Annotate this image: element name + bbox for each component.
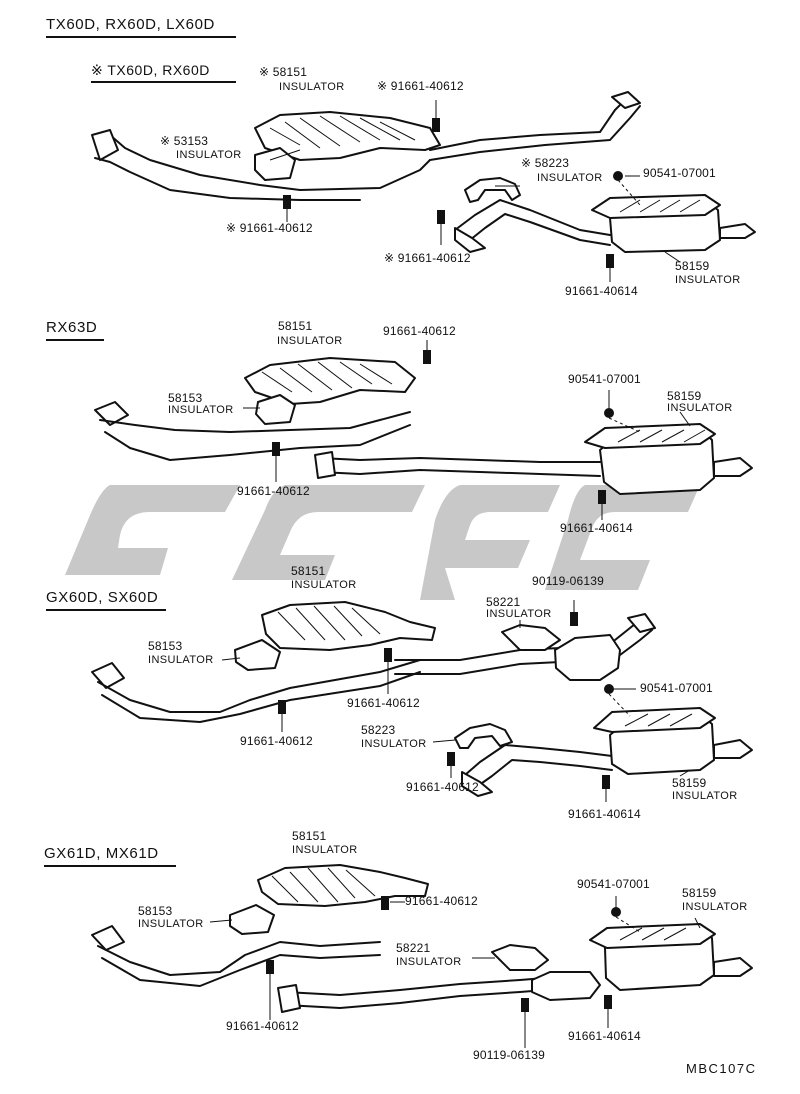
s1-name-58159: INSULATOR	[675, 274, 741, 286]
s4-part-91661-40612-top: 91661-40612	[405, 894, 478, 908]
s1-part-90541-07001: 90541-07001	[643, 166, 716, 180]
s4-part-58151: 58151	[292, 829, 327, 843]
diagram-code: MBC107C	[686, 1061, 757, 1076]
s1-name-58223: INSULATOR	[537, 172, 603, 184]
s4-name-58221: INSULATOR	[396, 956, 462, 968]
s4-part-58221: 58221	[396, 941, 431, 955]
s4-part-90119-06139: 90119-06139	[473, 1048, 546, 1062]
section1-parts	[91, 91, 756, 282]
s2-part-91661-40612-top: 91661-40612	[383, 324, 456, 338]
s3-part-58151: 58151	[291, 564, 326, 578]
s3-part-91661-40614: 91661-40614	[568, 807, 641, 821]
s3-name-58151: INSULATOR	[291, 579, 357, 591]
s3-part-91661-40612-mid: 91661-40612	[347, 696, 420, 710]
s1-part-91661-40612-top: ※ 91661-40612	[377, 79, 464, 93]
s2-part-90541-07001: 90541-07001	[568, 372, 641, 386]
s3-name-58159: INSULATOR	[672, 790, 738, 802]
s1-part-58151: ※ 58151	[259, 65, 308, 79]
s1-part-58223: ※ 58223	[521, 156, 570, 170]
s1-part-91661-40612-left: ※ 91661-40612	[226, 221, 313, 235]
s3-name-58153: INSULATOR	[148, 654, 214, 666]
s1-part-91661-40612-mid: ※ 91661-40612	[384, 251, 471, 265]
section2-parts	[94, 340, 753, 520]
s3-part-91661-40612-left: 91661-40612	[240, 734, 313, 748]
s2-name-58151: INSULATOR	[277, 335, 343, 347]
section4-parts	[91, 864, 753, 1048]
section4-title: GX61D, MX61D	[44, 845, 159, 862]
section1-title: TX60D, RX60D, LX60D	[46, 16, 215, 33]
s1-part-58159: 58159	[675, 259, 710, 273]
s4-part-90541-07001: 90541-07001	[577, 877, 650, 891]
s3-part-58159: 58159	[672, 776, 707, 790]
s4-name-58151: INSULATOR	[292, 844, 358, 856]
s4-part-91661-40614: 91661-40614	[568, 1029, 641, 1043]
s3-name-58221: INSULATOR	[486, 608, 552, 620]
s3-part-91661-40612-bottom: 91661-40612	[406, 780, 479, 794]
s2-part-58151: 58151	[278, 319, 313, 333]
section2-title: RX63D	[46, 319, 98, 336]
s2-part-58153: 58153	[168, 391, 203, 405]
s1-part-91661-40614: 91661-40614	[565, 284, 638, 298]
s1-name-53153: INSULATOR	[176, 149, 242, 161]
s4-part-91661-40612-bottom: 91661-40612	[226, 1019, 299, 1033]
s1-name-58151: INSULATOR	[279, 81, 345, 93]
s2-name-58159: INSULATOR	[667, 402, 733, 414]
s3-part-90541-07001: 90541-07001	[640, 681, 713, 695]
s3-part-90119-06139: 90119-06139	[532, 574, 605, 588]
s2-part-91661-40612-bottom: 91661-40612	[237, 484, 310, 498]
s3-name-58223: INSULATOR	[361, 738, 427, 750]
s2-part-91661-40614: 91661-40614	[560, 521, 633, 535]
s4-part-58159: 58159	[682, 886, 717, 900]
s4-name-58153: INSULATOR	[138, 918, 204, 930]
section3-title: GX60D, SX60D	[46, 589, 159, 606]
s3-part-58221: 58221	[486, 595, 521, 609]
section1-subtitle: ※ TX60D, RX60D	[91, 62, 210, 78]
section3-parts	[91, 600, 753, 802]
s1-part-53153: ※ 53153	[160, 134, 209, 148]
s2-part-58159: 58159	[667, 389, 702, 403]
s3-part-58153: 58153	[148, 639, 183, 653]
s4-part-58153: 58153	[138, 904, 173, 918]
s2-name-58153: INSULATOR	[168, 404, 234, 416]
s4-name-58159: INSULATOR	[682, 901, 748, 913]
s3-part-58223: 58223	[361, 723, 396, 737]
